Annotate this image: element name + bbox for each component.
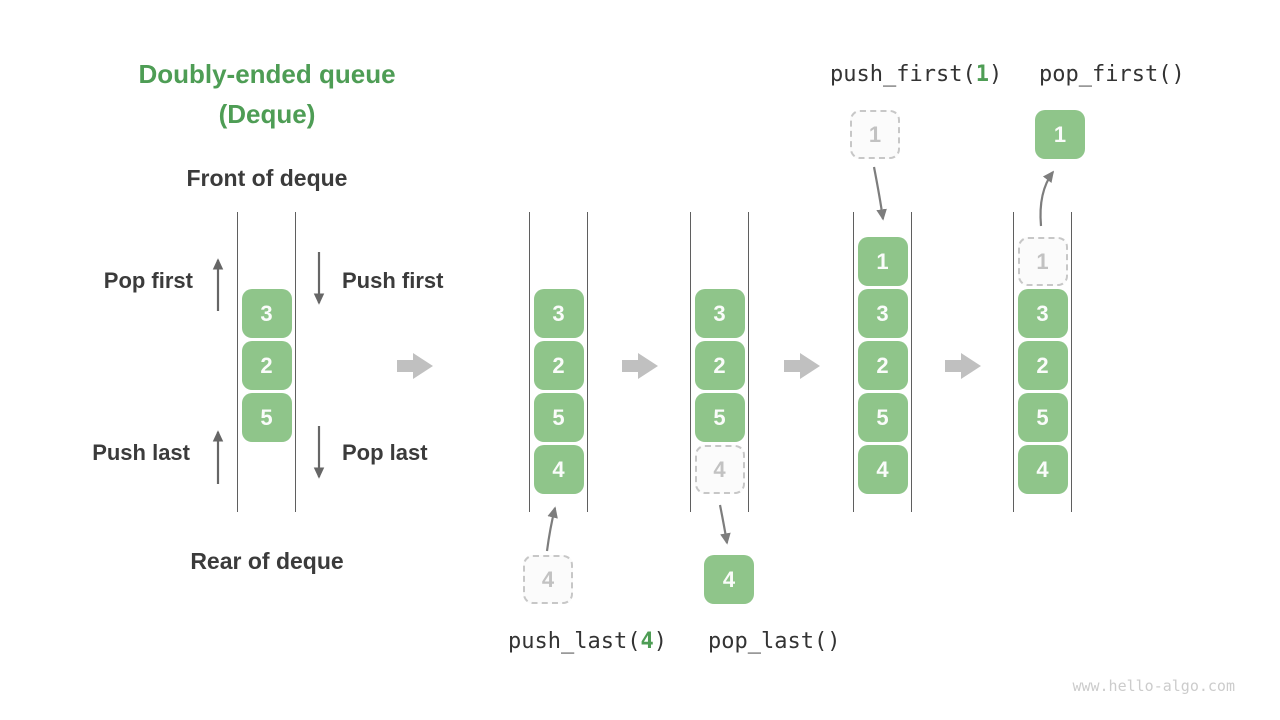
deque-cell-3: 3 <box>857 289 908 338</box>
push-first-code-prefix: push_first( <box>830 62 976 87</box>
deque-cell-2: 2 <box>241 341 292 390</box>
transition-arrow-icon-2 <box>622 353 658 379</box>
push-last-code-arg: 4 <box>640 629 654 654</box>
diagram-title: Doubly-ended queue (Deque) <box>67 54 467 134</box>
pop-first-code-prefix: pop_first() <box>1039 62 1185 87</box>
deque-cell-5: 5 <box>1017 393 1068 442</box>
deque-cell-3: 3 <box>1017 289 1068 338</box>
push-first-label: Push first <box>342 268 444 293</box>
deque-cell-5: 5 <box>694 393 745 442</box>
push-last-code-suffix: ) <box>653 629 667 654</box>
pop-last-code-prefix: pop_last() <box>708 629 841 654</box>
deque-cell-1: 1 <box>1017 237 1068 286</box>
push-last-label: Push last <box>92 440 190 465</box>
title-line-2: (Deque) <box>218 99 316 129</box>
title-line-1: Doubly-ended queue <box>138 59 396 89</box>
deque-cell-2: 2 <box>694 341 745 390</box>
pop-last-label: Pop last <box>342 440 428 465</box>
deque-cell-5: 5 <box>857 393 908 442</box>
push-last-code-prefix: push_last( <box>508 629 641 654</box>
push-first-code-suffix: ) <box>988 62 1003 87</box>
deque-cell-3: 3 <box>533 289 584 338</box>
pop-last-result-cell: 4 <box>704 555 754 604</box>
push-last-move-arrow-icon <box>545 506 558 552</box>
pop-first-label: Pop first <box>103 268 193 293</box>
push-first-incoming-cell: 1 <box>850 110 900 159</box>
pop-last-operation-label: pop_last() <box>708 629 840 654</box>
deque-cell-3: 3 <box>241 289 292 338</box>
transition-arrow-icon-1 <box>397 353 433 379</box>
deque-cell-4: 4 <box>694 445 745 494</box>
front-of-deque-label: Front of deque <box>186 165 348 191</box>
pop-first-result-cell: 1 <box>1035 110 1085 159</box>
push-first-operation-label: push_first(1) <box>830 62 1002 87</box>
transition-arrow-icon-3 <box>784 353 820 379</box>
deque-cell-2: 2 <box>857 341 908 390</box>
deque-cell-2: 2 <box>533 341 584 390</box>
push-last-incoming-cell: 4 <box>523 555 573 604</box>
rear-of-deque-label: Rear of deque <box>190 548 344 574</box>
pop-first-operation-label: pop_first() <box>1039 62 1185 87</box>
deque-cell-4: 4 <box>857 445 908 494</box>
deque-cell-2: 2 <box>1017 341 1068 390</box>
deque-cell-5: 5 <box>533 393 584 442</box>
deque-cell-4: 4 <box>1017 445 1068 494</box>
deque-cell-4: 4 <box>533 445 584 494</box>
push-last-operation-label: push_last(4) <box>508 629 667 654</box>
deque-cell-3: 3 <box>694 289 745 338</box>
watermark: www.hello-algo.com <box>1072 677 1235 695</box>
transition-arrow-icon-4 <box>945 353 981 379</box>
deque-cell-1: 1 <box>857 237 908 286</box>
deque-cell-5: 5 <box>241 393 292 442</box>
push-first-code-arg: 1 <box>975 62 989 87</box>
